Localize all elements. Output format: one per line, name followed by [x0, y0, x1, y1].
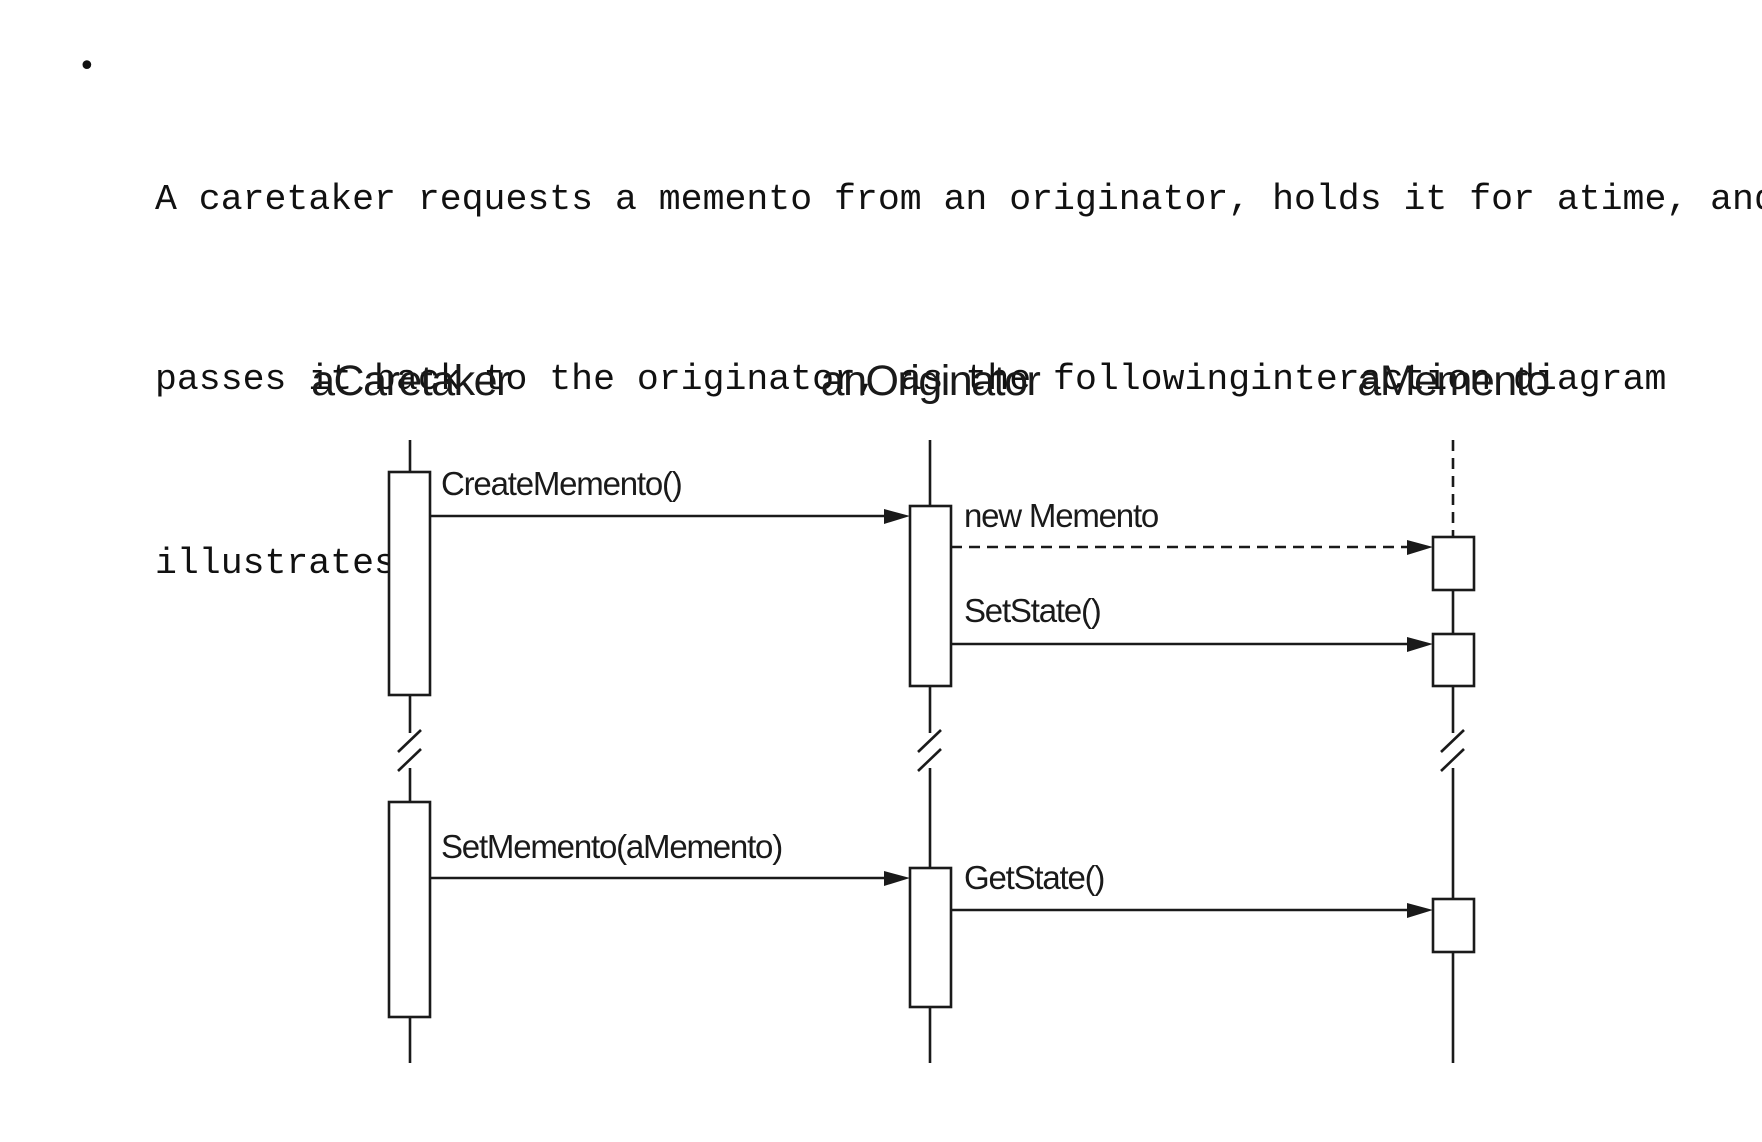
object-label-originator: anOriginator: [821, 357, 1041, 405]
break-marker-caretaker: [397, 729, 422, 772]
bullet-line-3: illustrates:: [155, 543, 418, 584]
message-label-get-state: GetState(): [964, 859, 1104, 896]
break-marker-originator: [917, 729, 942, 772]
message-get-state: GetState(): [951, 859, 1433, 918]
bullet-line-2: passes it back to the originator, as the…: [155, 359, 1667, 400]
message-label-set-state: SetState(): [964, 592, 1101, 629]
message-create-memento: CreateMemento(): [430, 465, 910, 524]
bullet-marker: •: [78, 49, 96, 84]
bullet-text: A caretaker requests a memento from an o…: [155, 50, 1762, 714]
activation-originator-1: [908, 504, 953, 688]
activation-memento-1: [1431, 535, 1476, 592]
message-new-memento: new Memento: [951, 497, 1433, 555]
activation-caretaker-2: [387, 800, 432, 1019]
object-label-memento: aMemento: [1357, 357, 1549, 405]
bullet-line-1: A caretaker requests a memento from an o…: [155, 179, 1762, 220]
message-set-state: SetState(): [951, 592, 1433, 652]
activation-originator-2: [908, 866, 953, 1009]
message-set-memento: SetMemento(aMemento): [430, 828, 910, 886]
message-label-create-memento: CreateMemento(): [441, 465, 682, 502]
activation-memento-2: [1431, 632, 1476, 688]
activation-memento-3: [1431, 897, 1476, 954]
message-label-new-memento: new Memento: [964, 497, 1158, 534]
object-label-caretaker: aCaretaker: [311, 357, 510, 405]
message-label-set-memento: SetMemento(aMemento): [441, 828, 782, 865]
activation-caretaker-1: [387, 470, 432, 697]
break-marker-memento: [1440, 729, 1465, 772]
